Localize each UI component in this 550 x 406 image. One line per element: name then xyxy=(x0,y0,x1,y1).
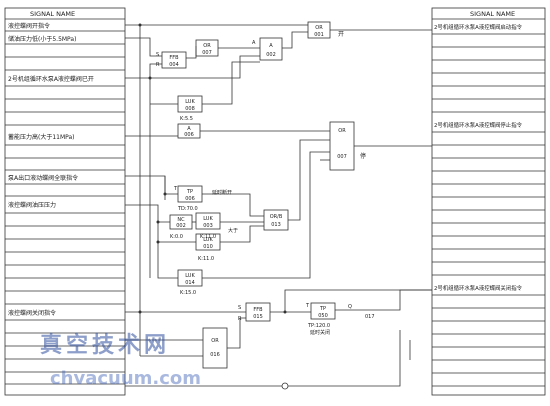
block-label: A xyxy=(187,126,191,132)
annot-fft-s: S xyxy=(156,52,159,58)
annot-k110: K:11.0 xyxy=(200,234,216,240)
signal-left-1: 液控蝶阀开指令 xyxy=(8,22,50,30)
block-label: OR xyxy=(315,25,323,31)
left-header: SIGNAL NAME xyxy=(30,10,75,18)
block-label: 010 xyxy=(203,244,213,250)
wire-and-or001 xyxy=(282,31,308,49)
signal-left-3: 2号机组循环水泵A液控蝶阀已开 xyxy=(8,75,94,83)
annot-017: 017 xyxy=(365,314,375,320)
wire-s6-nc xyxy=(125,204,170,223)
annot-k150: K:15.0 xyxy=(180,290,196,296)
block-label: 050 xyxy=(318,313,328,319)
signal-right-2: 2号机组循环水泵A液控蝶阀停止指令 xyxy=(434,121,523,129)
signal-right-3: 2号机组循环水泵A液控蝶阀关闭指令 xyxy=(434,284,523,292)
right-signal-panel xyxy=(431,7,546,396)
block-label: 014 xyxy=(185,280,195,286)
annot-tp-t: T xyxy=(173,186,178,192)
block-label: 015 xyxy=(253,314,263,320)
annot-dayu: 大于 xyxy=(228,227,238,234)
watermark-cn: 真空技术网 xyxy=(40,332,170,358)
block-label: 007 xyxy=(202,50,212,56)
wire-luk008-out xyxy=(202,61,260,105)
block-label: 016 xyxy=(210,352,220,358)
block-label: LUK xyxy=(203,237,213,243)
wire-luk014-or007 xyxy=(202,151,330,279)
block-label: 003 xyxy=(203,223,213,229)
block-label: 006 xyxy=(184,132,194,138)
signal-left-4: 蓄能压力高(大于11MPa) xyxy=(8,133,75,141)
block-label: 013 xyxy=(271,222,281,228)
annot-tp-time: TD:70.0 xyxy=(177,206,198,212)
block-label: FFB xyxy=(253,307,263,313)
annot-fft-r: R xyxy=(156,62,160,68)
annot-k55: K:5.5 xyxy=(180,116,193,122)
left-signal-panel xyxy=(4,7,126,396)
block-tp-050 xyxy=(310,302,336,320)
signal-left-5: 泵A出口液动蝶阀全联指令 xyxy=(8,174,78,182)
wire-s3-and xyxy=(150,55,260,79)
signal-left-7: 液控蝶阀关闭指令 xyxy=(8,309,56,317)
signal-left-6: 液控蝶阀油压压力 xyxy=(8,201,56,209)
wire-tp-orb xyxy=(202,193,264,217)
block-or-016 xyxy=(202,327,228,369)
block-label: 004 xyxy=(169,62,179,68)
block-label: FFB xyxy=(169,55,179,61)
wire-ffb-or xyxy=(186,46,197,59)
block-ffb-004 xyxy=(161,51,187,69)
block-label: 007 xyxy=(337,154,347,160)
block-label: OR xyxy=(338,128,346,134)
wire-s3-ffb xyxy=(125,63,162,79)
wire-s6-luk014 xyxy=(157,242,178,279)
block-label: 001 xyxy=(314,32,324,38)
annot-delay-open: 延时断开 xyxy=(212,189,232,196)
block-label: TP xyxy=(186,189,193,195)
inverter-circle xyxy=(281,382,289,390)
block-label: LUK xyxy=(185,99,195,105)
annot-out-open: 开 xyxy=(338,31,344,38)
signal-right-1: 2号机组循环水泵A液控蝶阀启动指令 xyxy=(434,23,523,31)
block-and-002 xyxy=(259,37,283,61)
block-label: NC xyxy=(177,217,185,223)
annot-out-stop: 停 xyxy=(360,152,366,160)
wire-or016-ffb xyxy=(227,317,246,349)
annot-ffb-s: S xyxy=(238,305,241,311)
wire-orb-or007 xyxy=(288,139,330,221)
wire-bottom-feedback xyxy=(125,330,401,387)
block-label: 006 xyxy=(185,196,195,202)
junction-dots xyxy=(138,23,287,314)
annot-q: Q xyxy=(348,304,352,310)
wire-luk010-orb xyxy=(220,225,264,243)
block-label: LUK xyxy=(185,273,195,279)
watermark-en: chvacuum.com xyxy=(50,368,201,389)
right-header: SIGNAL NAME xyxy=(470,10,515,18)
block-label: LUK xyxy=(203,216,213,222)
annot-tp-time2: TP:120.0 xyxy=(307,323,330,329)
block-label: OR xyxy=(203,43,211,49)
block-label: OR/B xyxy=(270,214,283,220)
wire-s2-ffb xyxy=(125,37,162,57)
annot-k110b: K:11.0 xyxy=(198,256,214,262)
block-label: OR xyxy=(211,338,219,344)
block-label: 002 xyxy=(266,52,276,58)
annot-tp-t2: T xyxy=(305,303,310,309)
wire-s5-tp xyxy=(125,175,178,195)
annot-ffb-r: R xyxy=(238,316,242,322)
block-luk-003 xyxy=(195,212,221,230)
wire-ffb-r3 xyxy=(284,289,432,312)
annot-and-in: A xyxy=(252,40,256,46)
annot-k00: K:0.0 xyxy=(170,234,183,240)
block-label: 002 xyxy=(176,223,186,229)
block-label: A xyxy=(269,43,273,49)
annot-delay-close: 延时关闭 xyxy=(310,329,330,336)
signal-left-2: 储油压力低(小于5.5MPa) xyxy=(8,35,76,43)
block-label: 008 xyxy=(185,106,195,112)
block-label: TP xyxy=(319,306,326,312)
